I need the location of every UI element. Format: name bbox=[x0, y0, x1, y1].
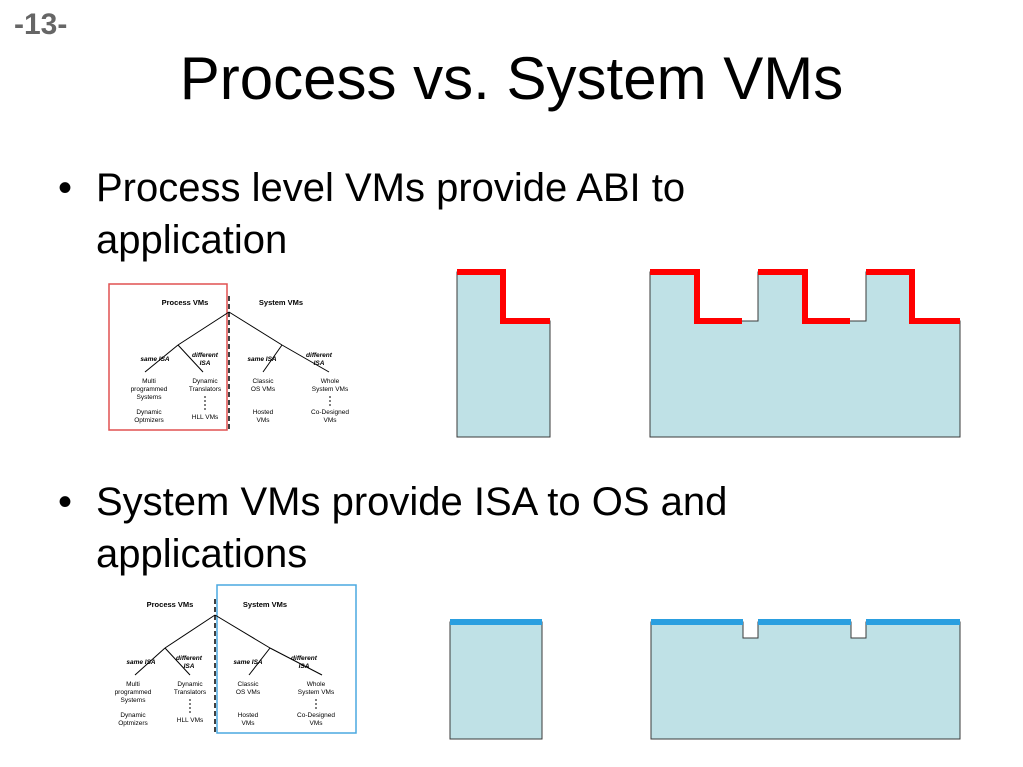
whole-system-vms-label: System VMs bbox=[298, 689, 335, 696]
dynamic-optimizers-label: Optmizers bbox=[134, 417, 164, 424]
taxonomy-diagram-process: Process VMs System VMs same ISA differen… bbox=[108, 283, 349, 432]
dynamic-optimizers-label: Dynamic bbox=[136, 409, 162, 416]
same-isa-label: same ISA bbox=[233, 659, 263, 666]
system-os-block bbox=[449, 621, 543, 740]
tree-edge bbox=[177, 311, 230, 346]
process-abi-line bbox=[758, 269, 850, 324]
process-vms-label: Process VMs bbox=[162, 298, 209, 307]
hosted-vms-label: VMs bbox=[257, 417, 271, 424]
whole-system-vms-label: Whole bbox=[307, 681, 326, 688]
different-isa-label: different bbox=[291, 655, 318, 662]
bullet-dot: • bbox=[58, 480, 73, 524]
slide-title: Process vs. System VMs bbox=[179, 45, 844, 112]
dynamic-translators-label: Translators bbox=[174, 689, 207, 696]
taxonomy-diagram-system: Process VMs System VMs same ISA differen… bbox=[115, 584, 357, 735]
classic-os-vms-label: Classic bbox=[238, 681, 260, 688]
dynamic-optimizers-label: Dynamic bbox=[120, 712, 146, 719]
whole-system-vms-label: System VMs bbox=[312, 386, 349, 393]
different-isa-label: different bbox=[192, 352, 219, 359]
different-isa-label: ISA bbox=[314, 360, 325, 367]
multiprogrammed-label: Systems bbox=[137, 394, 163, 401]
system-multi-os-block bbox=[650, 621, 961, 740]
tree-edge bbox=[177, 344, 204, 373]
tree-edge bbox=[214, 614, 271, 649]
tree-edge bbox=[144, 344, 179, 373]
different-isa-label: ISA bbox=[299, 663, 310, 670]
system-vms-label: System VMs bbox=[259, 298, 303, 307]
process-abi-line bbox=[457, 269, 550, 324]
multiprogrammed-label: Systems bbox=[121, 697, 147, 704]
classic-os-vms-label: Classic bbox=[253, 378, 275, 385]
different-isa-label: different bbox=[176, 655, 203, 662]
multiprogrammed-label: programmed bbox=[115, 689, 152, 696]
bullet-dot: • bbox=[58, 166, 73, 210]
codesigned-vms-label: VMs bbox=[310, 720, 324, 727]
tree-edge bbox=[164, 647, 191, 676]
different-isa-label: different bbox=[306, 352, 333, 359]
process-vms-label: Process VMs bbox=[147, 600, 194, 609]
tree-edge bbox=[134, 647, 166, 676]
codesigned-vms-label: VMs bbox=[324, 417, 338, 424]
hosted-vms-label: VMs bbox=[242, 720, 256, 727]
tree-edge bbox=[164, 614, 216, 649]
process-abi-line bbox=[866, 269, 960, 324]
multiprogrammed-label: Multi bbox=[126, 681, 140, 688]
hll-vms-label: HLL VMs bbox=[177, 717, 204, 724]
tree-edge bbox=[248, 647, 271, 676]
tree-edge bbox=[281, 344, 330, 373]
slide-number: -13- bbox=[14, 8, 68, 41]
different-isa-label: ISA bbox=[200, 360, 211, 367]
different-isa-label: ISA bbox=[184, 663, 195, 670]
classic-os-vms-label: OS VMs bbox=[251, 386, 276, 393]
tree-edge bbox=[262, 344, 283, 373]
tree-edge bbox=[228, 311, 283, 346]
hosted-vms-label: Hosted bbox=[253, 409, 274, 416]
system-vms-label: System VMs bbox=[243, 600, 287, 609]
multiprogrammed-label: Multi bbox=[142, 378, 156, 385]
process-vms-highlight-box bbox=[108, 283, 228, 431]
bullet-text: Process level VMs provide ABI to applica… bbox=[96, 166, 686, 262]
classic-os-vms-label: OS VMs bbox=[236, 689, 261, 696]
multiprogrammed-label: programmed bbox=[131, 386, 168, 393]
process-abi-line bbox=[650, 269, 742, 324]
dynamic-translators-label: Dynamic bbox=[177, 681, 203, 688]
dynamic-translators-label: Translators bbox=[189, 386, 222, 393]
dynamic-translators-label: Dynamic bbox=[192, 378, 218, 385]
hll-vms-label: HLL VMs bbox=[192, 414, 219, 421]
same-isa-label: same ISA bbox=[247, 356, 277, 363]
system-vms-highlight-box bbox=[216, 584, 357, 734]
dynamic-optimizers-label: Optmizers bbox=[118, 720, 148, 727]
same-isa-label: same ISA bbox=[140, 356, 170, 363]
tree-edge bbox=[269, 647, 323, 676]
whole-system-vms-label: Whole bbox=[321, 378, 340, 385]
same-isa-label: same ISA bbox=[126, 659, 156, 666]
hosted-vms-label: Hosted bbox=[238, 712, 259, 719]
codesigned-vms-label: Co-Designed bbox=[297, 712, 335, 719]
codesigned-vms-label: Co-Designed bbox=[311, 409, 349, 416]
bullet-text: System VMs provide ISA to OS and applica… bbox=[96, 480, 728, 576]
